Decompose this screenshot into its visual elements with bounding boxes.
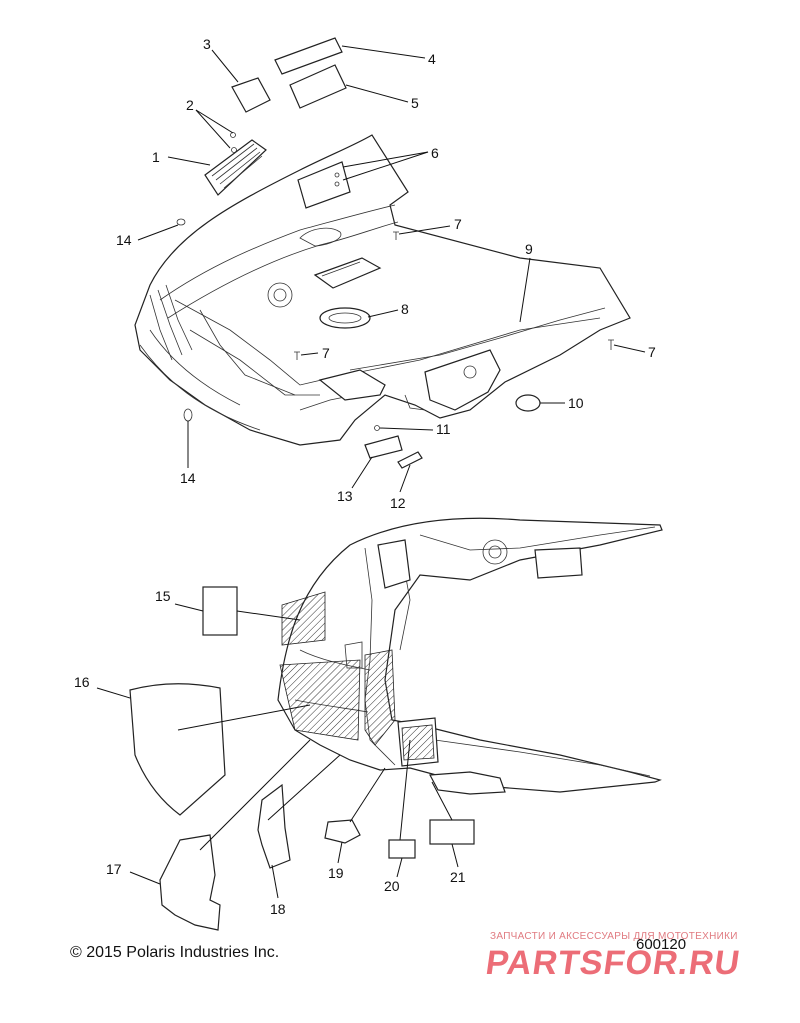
- part-4-decal: [274, 37, 343, 75]
- part-14-grommet-a: [176, 218, 186, 226]
- callout-20: 20: [384, 878, 400, 894]
- watermark-brand: PARTSFOR.RU: [483, 944, 743, 982]
- callout-16: 16: [74, 674, 90, 690]
- part-13-light: [364, 435, 403, 459]
- watermark-tagline: ЗАПЧАСТИ И АКСЕССУАРЫ ДЛЯ МОТОТЕХНИКИ: [490, 931, 738, 942]
- callout-11: 11: [436, 421, 451, 437]
- callout-10: 10: [568, 395, 584, 411]
- callout-2: 2: [186, 97, 194, 113]
- part-2-fasteners: [230, 132, 237, 153]
- drawing-number: 600120: [636, 936, 687, 953]
- callout-21: 21: [450, 869, 466, 885]
- callout-18: 18: [270, 901, 286, 917]
- part-16-panel: [129, 683, 226, 816]
- callout-15: 15: [155, 588, 171, 604]
- callout-4: 4: [428, 51, 436, 67]
- copyright-notice: © 2015 Polaris Industries Inc.: [70, 944, 280, 961]
- part-12-reflector: [397, 451, 423, 469]
- part-15-pad: [202, 586, 238, 636]
- hood-assembly-bottom: [277, 517, 663, 795]
- part-5-decal: [289, 64, 347, 109]
- callout-9: 9: [525, 241, 533, 257]
- callout-14-b: 14: [180, 470, 196, 486]
- callout-numbers: 1 2 3 4 5 6 7 7 7 8 9 10 11 12 13 14 14 …: [74, 36, 656, 917]
- callout-7-c: 7: [648, 344, 656, 360]
- part-18-panel: [257, 783, 291, 869]
- callout-6: 6: [431, 145, 439, 161]
- callout-1: 1: [152, 149, 160, 165]
- part-7-rivets: [294, 231, 614, 360]
- callout-8: 8: [401, 301, 409, 317]
- callout-7-b: 7: [322, 345, 330, 361]
- callout-12: 12: [390, 495, 406, 511]
- callout-3: 3: [203, 36, 211, 52]
- hood-assembly-top: [134, 134, 631, 446]
- part-20-pad: [388, 839, 416, 859]
- callout-14-a: 14: [116, 232, 132, 248]
- part-19-pad: [324, 819, 361, 844]
- part-17-panel: [159, 834, 221, 931]
- part-11-screw: [374, 425, 380, 431]
- part-6-label: [297, 161, 351, 209]
- callout-17: 17: [106, 861, 122, 877]
- leader-lines: [96, 45, 646, 899]
- callout-13: 13: [337, 488, 353, 504]
- part-14-grommet-b: [183, 408, 193, 422]
- part-10-cap: [515, 394, 541, 412]
- part-3-decal: [231, 77, 271, 113]
- part-21-pad: [429, 819, 475, 845]
- callout-7-a: 7: [454, 216, 462, 232]
- part-8-bezel: [319, 307, 371, 329]
- callout-5: 5: [411, 95, 419, 111]
- callout-19: 19: [328, 865, 344, 881]
